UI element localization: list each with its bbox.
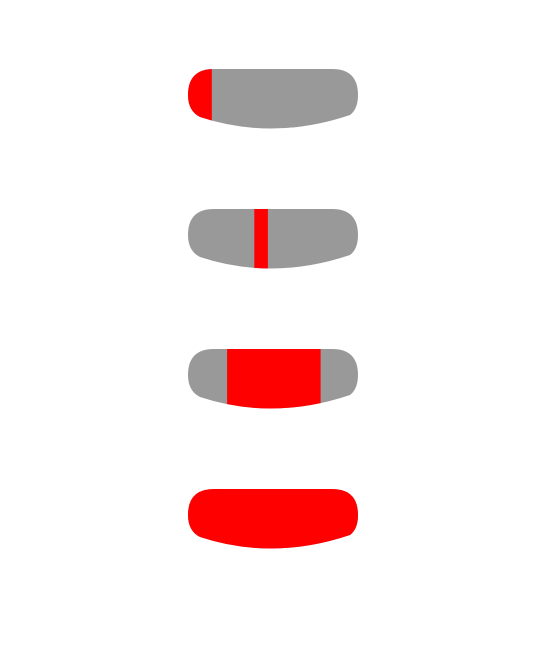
shape-highlight-band: [227, 349, 321, 409]
shapes-layer: [188, 69, 358, 549]
shape-highlight-band: [188, 489, 358, 549]
shape-highlight-band: [254, 209, 268, 269]
shape-base: [188, 69, 358, 129]
shape-base: [188, 209, 358, 269]
shape-highlight-band: [188, 69, 212, 129]
shape-2: [188, 209, 358, 269]
shape-4: [188, 489, 358, 549]
shape-1: [188, 69, 358, 129]
shape-3: [188, 349, 358, 409]
